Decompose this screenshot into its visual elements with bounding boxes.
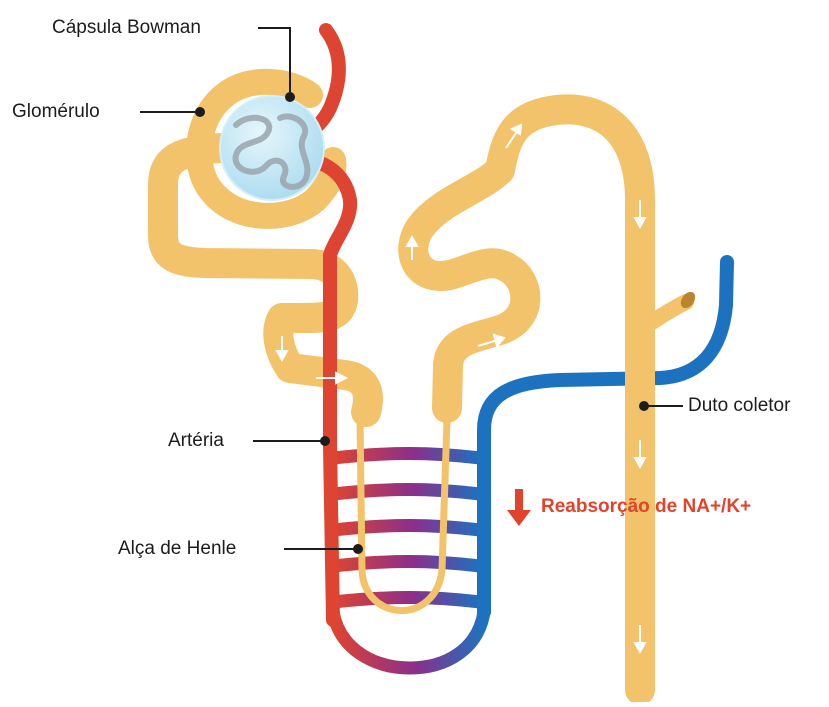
capillary-rung <box>333 454 480 459</box>
down-arrow-icon <box>507 489 531 526</box>
capillary-rung <box>333 490 480 495</box>
reabsorption-label: Reabsorção de NA+/K+ <box>541 496 751 517</box>
capillary-rung <box>333 562 480 567</box>
glomerulus <box>220 96 324 200</box>
capillary-rung <box>333 526 480 531</box>
peritubular-capillaries <box>333 454 484 669</box>
collecting-duct-label: Duto coletor <box>688 395 790 417</box>
loop-of-henle-label: Alça de Henle <box>118 538 236 560</box>
capillary-bottom <box>333 612 484 668</box>
bowman-capsule-label: Cápsula Bowman <box>52 17 201 39</box>
glomerulus-label: Glomérulo <box>12 101 100 123</box>
artery-label: Artéria <box>168 430 224 452</box>
capillary-rung <box>333 598 480 603</box>
